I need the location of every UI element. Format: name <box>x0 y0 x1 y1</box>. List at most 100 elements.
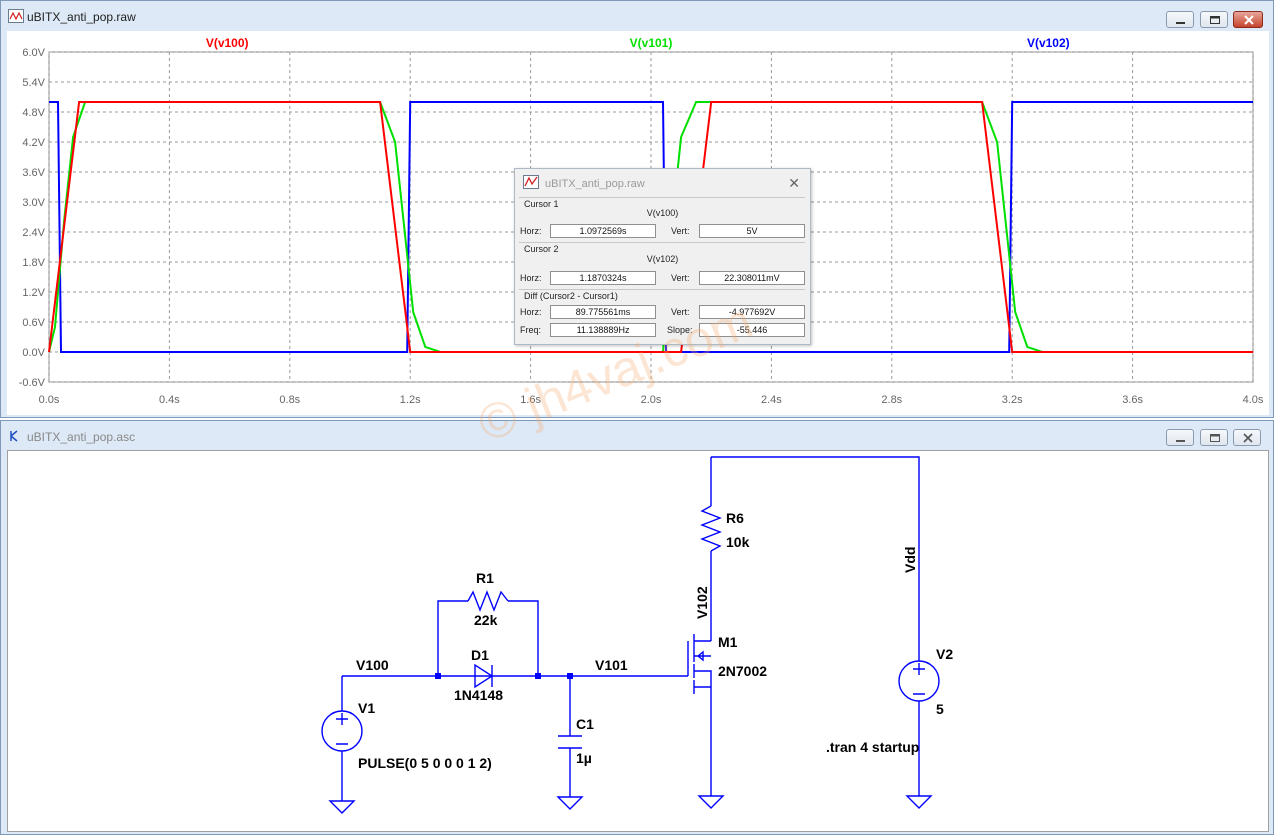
diff-slope-field[interactable]: -55.446 <box>699 323 805 337</box>
c1-value: 1µ <box>576 750 592 766</box>
minimize-icon <box>1176 22 1185 24</box>
cursor2-vert-label: Vert: <box>671 273 690 283</box>
r6-label: R6 <box>726 510 744 526</box>
y-tick-label: 3.6V <box>22 167 45 179</box>
diff-freq-label: Freq: <box>520 325 542 335</box>
v2-value: 5 <box>936 701 944 717</box>
ground-symbol <box>328 800 356 814</box>
cursor1-vert-field[interactable]: 5V <box>699 224 805 238</box>
cursor1-horz-field[interactable]: 1.0972569s <box>550 224 656 238</box>
x-tick-label: 2.4s <box>761 394 782 406</box>
cursor1-horz-label: Horz: <box>520 226 542 236</box>
ground-symbol <box>697 795 725 809</box>
mosfet-m1-source <box>693 680 711 694</box>
resistor-r6 <box>700 505 722 552</box>
v1-value: PULSE(0 5 0 0 0 1 2) <box>358 755 492 771</box>
net-label-v100: V100 <box>356 657 389 673</box>
close-button[interactable] <box>1233 429 1261 446</box>
junction-dot <box>435 673 441 679</box>
x-tick-label: 0.4s <box>159 394 180 406</box>
restore-icon <box>1210 434 1220 442</box>
y-tick-label: 1.2V <box>22 287 45 299</box>
diode-d1 <box>474 663 494 689</box>
diff-horz-label: Horz: <box>520 307 542 317</box>
close-icon <box>1244 15 1254 25</box>
series-line-vv100 <box>48 101 1253 353</box>
waveform-app-icon <box>8 9 24 23</box>
net-label-v102: V102 <box>694 586 710 619</box>
cursor2-signal: V(v102) <box>646 254 679 264</box>
x-tick-label: 3.6s <box>1122 394 1143 406</box>
minimize-button[interactable] <box>1166 429 1194 446</box>
cursor-dialog-close-icon[interactable]: ✕ <box>788 175 800 191</box>
ground-symbol <box>905 795 933 809</box>
r1-value: 22k <box>474 612 498 628</box>
minimize-icon <box>1176 440 1185 442</box>
y-tick-label: 0.0V <box>22 347 45 359</box>
schematic-window-title: uBITX_anti_pop.asc <box>27 430 136 444</box>
d1-value: 1N4148 <box>454 687 503 703</box>
series-line-vv102 <box>49 101 1253 353</box>
y-tick-label: 4.8V <box>22 107 45 119</box>
y-tick-label: 1.8V <box>22 257 45 269</box>
mosfet-m1 <box>687 634 712 694</box>
restore-button[interactable] <box>1200 11 1228 28</box>
schematic-drawing[interactable]: V100 V101 V102 Vdd V1 PULSE(0 5 0 0 0 1 … <box>8 451 1269 832</box>
schematic-canvas[interactable]: V100 V101 V102 Vdd V1 PULSE(0 5 0 0 0 1 … <box>7 450 1269 832</box>
source-v2 <box>898 660 940 702</box>
separator <box>519 289 805 290</box>
cursor2-vert-field[interactable]: 22.308011mV <box>699 271 805 285</box>
c1-label: C1 <box>576 716 594 732</box>
cursor-dialog-title: uBITX_anti_pop.raw <box>545 178 645 190</box>
x-tick-label: 0.0s <box>39 394 60 406</box>
diff-freq-field[interactable]: 11.138889Hz <box>550 323 656 337</box>
restore-button[interactable] <box>1200 429 1228 446</box>
schematic-titlebar[interactable]: uBITX_anti_pop.asc <box>1 421 1273 450</box>
wire <box>437 600 468 676</box>
waveform-window-title: uBITX_anti_pop.raw <box>27 10 136 24</box>
diff-label: Diff (Cursor2 - Cursor1) <box>524 291 618 301</box>
cursor1-signal: V(v100) <box>646 208 679 218</box>
y-tick-label: 5.4V <box>22 77 45 89</box>
separator <box>519 242 805 243</box>
close-button[interactable] <box>1233 11 1263 28</box>
ground-symbol <box>556 796 584 810</box>
cursor2-horz-field[interactable]: 1.1870324s <box>550 271 656 285</box>
y-tick-label: 6.0V <box>22 47 45 59</box>
cursor-dialog-icon <box>523 175 539 189</box>
spice-directive: .tran 4 startup <box>826 739 919 755</box>
x-tick-label: 1.2s <box>400 394 421 406</box>
x-tick-label: 4.0s <box>1243 394 1264 406</box>
wire <box>508 600 539 676</box>
x-tick-label: 1.6s <box>520 394 541 406</box>
y-tick-label: 2.4V <box>22 227 45 239</box>
diff-horz-field[interactable]: 89.775561ms <box>550 305 656 319</box>
close-icon <box>1243 433 1253 443</box>
x-tick-label: 3.2s <box>1002 394 1023 406</box>
v1-label: V1 <box>358 700 375 716</box>
cursor-dialog[interactable]: uBITX_anti_pop.raw ✕ Cursor 1 V(v100) Ho… <box>514 168 811 345</box>
diff-vert-field[interactable]: -4.977692V <box>699 305 805 319</box>
m1-value: 2N7002 <box>718 663 767 679</box>
diff-slope-label: Slope: <box>667 325 693 335</box>
junction-dot <box>535 673 541 679</box>
trace-label: V(v100) <box>206 36 249 50</box>
y-tick-label: 0.6V <box>22 317 45 329</box>
diff-vert-label: Vert: <box>671 307 690 317</box>
x-tick-label: 0.8s <box>279 394 300 406</box>
net-label-vdd: Vdd <box>902 547 918 573</box>
m1-label: M1 <box>718 634 738 650</box>
minimize-button[interactable] <box>1166 11 1194 28</box>
x-tick-label: 2.0s <box>641 394 662 406</box>
trace-label: V(v102) <box>1027 36 1070 50</box>
wire <box>711 456 920 661</box>
net-label-v101: V101 <box>595 657 628 673</box>
source-v1 <box>321 710 363 752</box>
resistor-r1 <box>467 590 509 612</box>
waveform-titlebar[interactable]: uBITX_anti_pop.raw <box>1 1 1273 31</box>
restore-icon <box>1210 16 1220 24</box>
schematic-window[interactable]: uBITX_anti_pop.asc <box>0 420 1274 835</box>
separator <box>519 197 805 198</box>
x-tick-label: 2.8s <box>881 394 902 406</box>
